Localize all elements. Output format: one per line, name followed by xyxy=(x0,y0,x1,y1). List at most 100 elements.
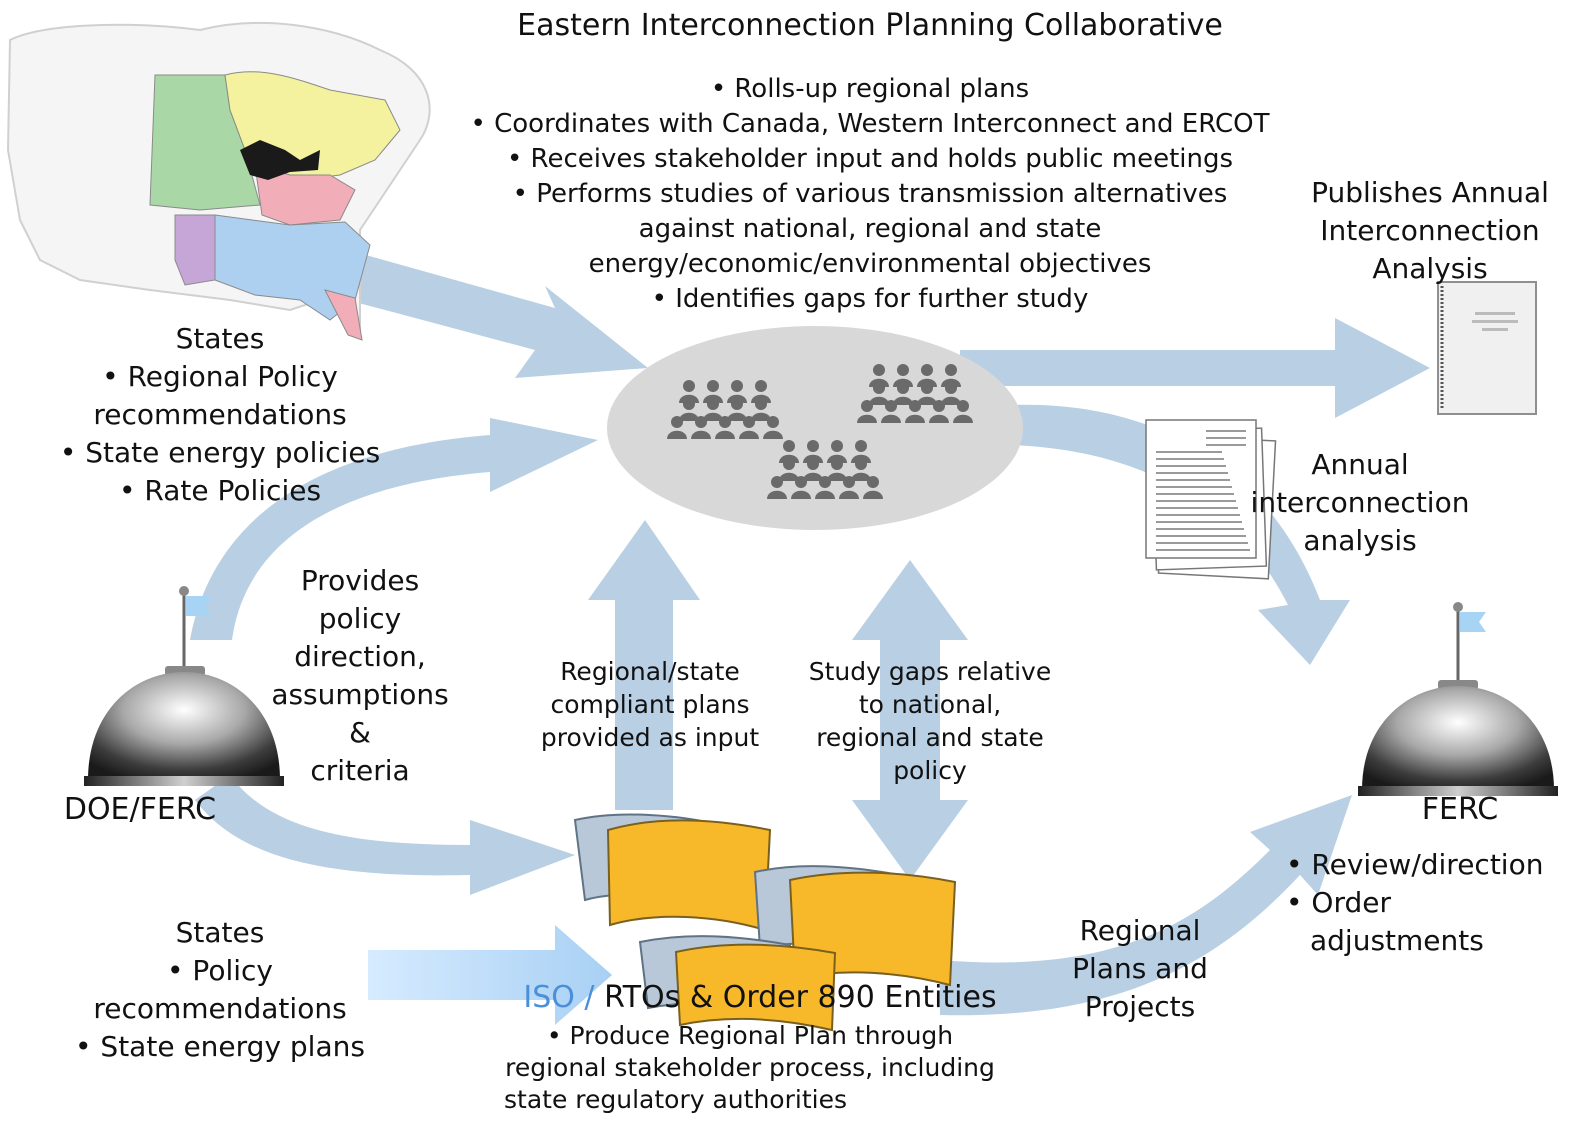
person-icon xyxy=(897,364,909,376)
person-icon xyxy=(707,398,719,410)
arrow-eipc-to-publishes xyxy=(960,318,1430,418)
person-icon xyxy=(861,400,873,412)
person-icon xyxy=(873,382,885,394)
doc-text-line xyxy=(1156,521,1242,523)
doc-text-line xyxy=(1206,430,1246,432)
arrow-iso-to-ferc xyxy=(940,795,1352,1016)
person-icon xyxy=(731,398,743,410)
person-icon xyxy=(691,430,711,439)
person-icon xyxy=(731,380,743,392)
doc-text-line xyxy=(1206,444,1246,446)
person-icon xyxy=(679,412,699,421)
person-icon xyxy=(695,416,707,428)
person-icon xyxy=(819,476,831,488)
person-icon xyxy=(719,416,731,428)
doc-text-line xyxy=(1156,542,1248,544)
doc-text-line xyxy=(1156,493,1234,495)
states-top-line: • Regional Policy xyxy=(102,360,338,393)
person-icon xyxy=(857,414,877,423)
arrow-iso-to-eipc-up xyxy=(588,520,700,810)
person-icon xyxy=(783,440,795,452)
doe-ferc-dome xyxy=(84,586,284,786)
person-icon xyxy=(893,396,913,405)
eipc-bullet-line: • Identifies gaps for further study xyxy=(651,284,1089,314)
ferc-label: FERC xyxy=(1421,792,1499,827)
doc-text-line xyxy=(1156,479,1230,481)
person-icon xyxy=(885,400,897,412)
person-icon xyxy=(941,396,961,405)
person-icon xyxy=(807,440,819,452)
doe-ferc-label: DOE/FERC xyxy=(63,792,217,827)
doc-text-line xyxy=(1206,437,1246,439)
eipc-bullet-line: • Receives stakeholder input and holds p… xyxy=(506,144,1234,174)
person-icon xyxy=(771,476,783,488)
person-icon xyxy=(921,382,933,394)
doc-text-line xyxy=(1156,528,1244,530)
doc-text-line xyxy=(1156,465,1226,467)
person-icon xyxy=(909,400,921,412)
person-icon xyxy=(683,380,695,392)
doc-text-line xyxy=(1156,535,1246,537)
north-america-map xyxy=(6,22,431,341)
eipc-bullet-line: • Rolls-up regional plans xyxy=(710,74,1030,104)
person-icon xyxy=(957,400,969,412)
states-bottom-title: States xyxy=(175,916,265,949)
ferc-dome xyxy=(1358,602,1558,796)
person-icon xyxy=(827,472,847,481)
person-icon xyxy=(795,476,807,488)
states-top-block: States • Regional Policy recommendations… xyxy=(30,320,410,510)
eipc-bullet-line: energy/economic/environmental objectives xyxy=(588,249,1152,279)
person-icon xyxy=(921,364,933,376)
person-icon xyxy=(683,398,695,410)
doc-text-line xyxy=(1156,472,1228,474)
doc-text-line xyxy=(1156,500,1236,502)
regional-plans-projects-label: Regional Plans and Projects xyxy=(1072,914,1208,1023)
person-icon xyxy=(739,430,759,439)
states-bottom-line: recommendations xyxy=(93,992,347,1025)
person-icon xyxy=(767,416,779,428)
arrow-states-to-iso xyxy=(368,925,612,1025)
person-icon xyxy=(831,440,843,452)
doc-text-line xyxy=(1156,486,1232,488)
study-gaps-label: Study gaps relative to national, regiona… xyxy=(808,657,1052,785)
iso-title-rest: RTOs & Order 890 Entities xyxy=(604,980,997,1015)
arrow-states-to-eipc xyxy=(310,245,648,378)
person-icon xyxy=(783,458,795,470)
flow-arrows xyxy=(190,245,1430,1016)
publishes-label: Publishes Annual Interconnection Analysi… xyxy=(1311,176,1549,285)
states-bottom-line: • State energy plans xyxy=(75,1030,365,1063)
doc-text-line xyxy=(1156,549,1250,551)
regional-state-plans-label: Regional/state compliant plans provided … xyxy=(540,657,760,752)
states-top-line: recommendations xyxy=(93,398,347,431)
person-icon xyxy=(667,430,687,439)
person-icon xyxy=(905,414,925,423)
person-icon xyxy=(707,380,719,392)
analysis-documents xyxy=(1145,419,1277,580)
eipc-bullet-line: • Coordinates with Canada, Western Inter… xyxy=(470,109,1270,139)
person-icon xyxy=(779,472,799,481)
person-icon xyxy=(945,364,957,376)
person-icon xyxy=(755,380,767,392)
person-icon xyxy=(743,416,755,428)
states-bottom-line: • Policy xyxy=(167,954,273,987)
person-icon xyxy=(791,490,811,499)
person-icon xyxy=(831,458,843,470)
person-icon xyxy=(881,414,901,423)
stakeholder-group xyxy=(607,326,1023,530)
person-icon xyxy=(807,458,819,470)
person-icon xyxy=(715,430,735,439)
person-icon xyxy=(755,398,767,410)
person-icon xyxy=(851,472,871,481)
eipc-bullet-line: against national, regional and state xyxy=(638,214,1102,244)
person-icon xyxy=(703,412,723,421)
person-icon xyxy=(873,364,885,376)
iso-title: ISO / RTOs & Order 890 Entities xyxy=(480,980,1040,1017)
states-bottom-block: States • Policy recommendations • State … xyxy=(40,914,400,1066)
person-icon xyxy=(945,382,957,394)
doc-text-line xyxy=(1156,458,1224,460)
provides-policy-label: Provides policy direction, assumptions &… xyxy=(271,564,449,787)
person-icon xyxy=(863,490,883,499)
annual-analysis-book xyxy=(1437,281,1537,415)
annual-analysis-label: Annual interconnection analysis xyxy=(1250,448,1470,557)
